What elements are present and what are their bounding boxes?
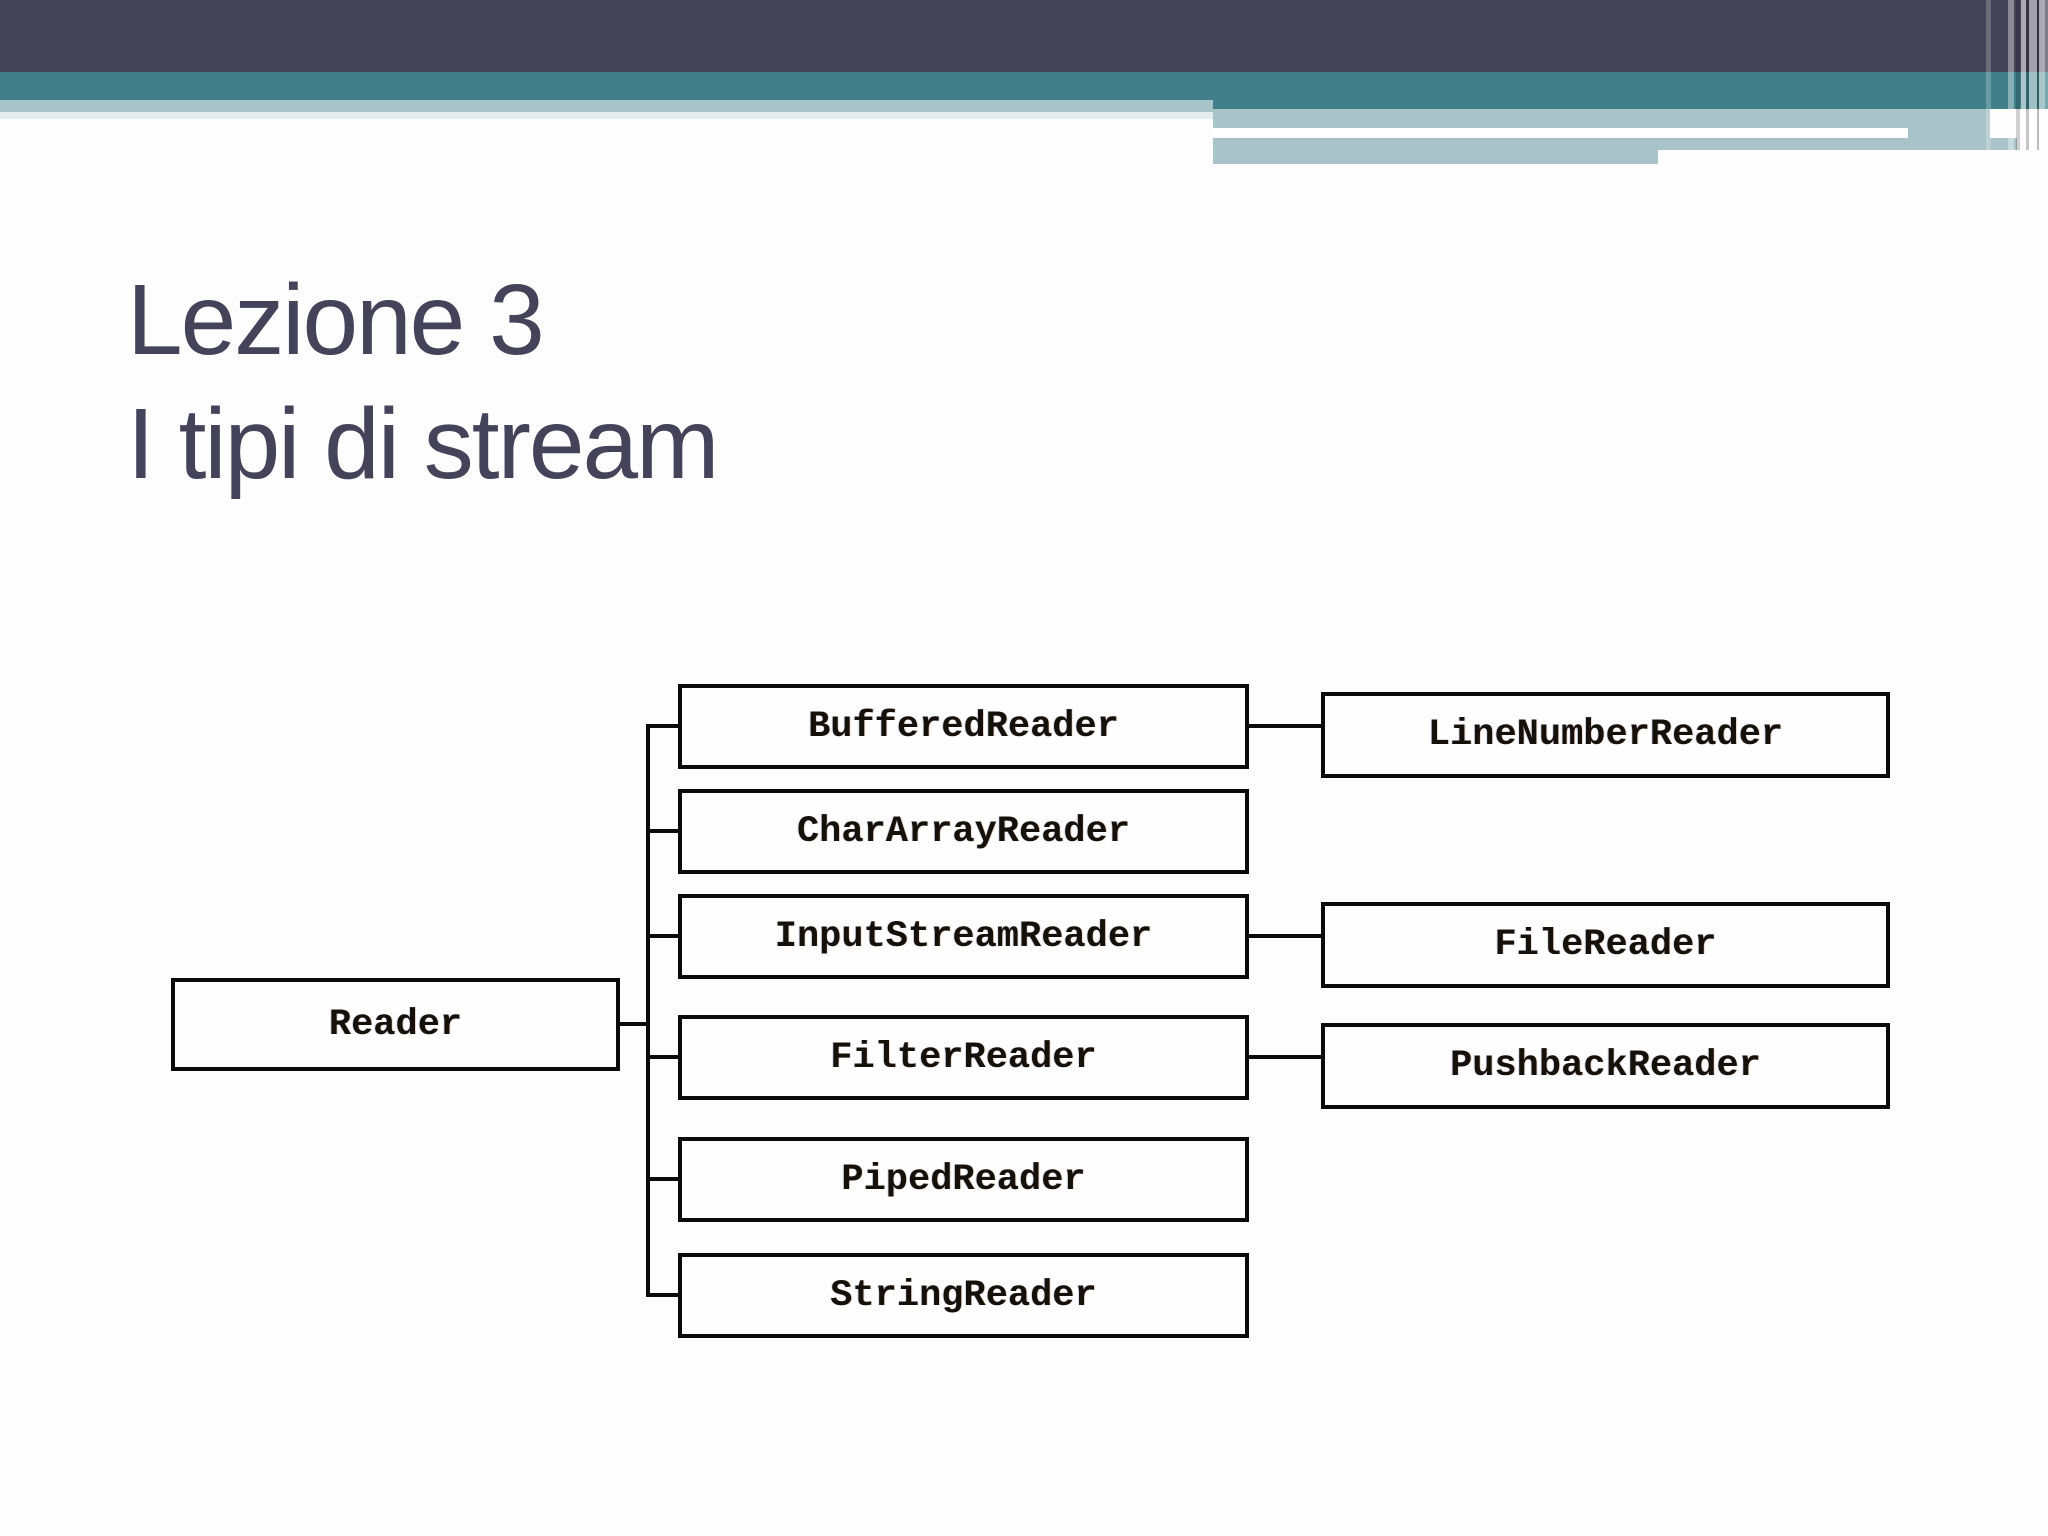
header-stripe [1986, 0, 1991, 150]
node-filterreader: FilterReader [678, 1015, 1249, 1100]
connector-trunk [646, 724, 650, 1297]
node-pushbackreader: PushbackReader [1321, 1023, 1890, 1109]
connector-buffered-linenumber [1249, 724, 1321, 728]
connector-stub-stringreader [646, 1293, 678, 1297]
header-stripe [2008, 0, 2014, 150]
header-band-left-pale [0, 112, 1213, 119]
connector-filter-pushback [1249, 1055, 1321, 1059]
connector-reader-trunk [620, 1022, 650, 1026]
header-teal-extension [1213, 100, 2048, 109]
header-bar-teal [0, 72, 2048, 100]
slide-title: Lezione 3 I tipi di stream [127, 258, 1627, 506]
connector-stub-inputstreamreader [646, 934, 678, 938]
header-bar-dark [0, 0, 2048, 72]
header-stripe [2026, 0, 2029, 150]
node-pipedreader: PipedReader [678, 1137, 1249, 1222]
header-stripe [2039, 0, 2045, 150]
node-reader: Reader [171, 978, 620, 1071]
header-stripe [2029, 0, 2037, 150]
title-line-1: Lezione 3 [127, 264, 545, 376]
node-linenumberreader: LineNumberReader [1321, 692, 1890, 778]
header-band-right-lower-shallow [1658, 138, 2017, 150]
header-white-stripe [1213, 128, 1908, 138]
connector-stub-bufferedreader [646, 724, 678, 728]
connector-inputstream-file [1249, 934, 1321, 938]
header-stripe [2016, 0, 2020, 150]
node-inputstreamreader: InputStreamReader [678, 894, 1249, 979]
header-band-left [0, 100, 1213, 112]
connector-stub-chararrayreader [646, 829, 678, 833]
header-band-right-lower-deep [1213, 138, 1658, 164]
header-stripe [2021, 0, 2026, 150]
title-line-2: I tipi di stream [127, 388, 719, 500]
header-stripe [2037, 0, 2039, 150]
node-bufferedreader: BufferedReader [678, 684, 1249, 769]
connector-stub-pipedreader [646, 1177, 678, 1181]
header-stripe [2045, 0, 2048, 150]
connector-stub-filterreader [646, 1055, 678, 1059]
node-chararrayreader: CharArrayReader [678, 789, 1249, 874]
node-stringreader: StringReader [678, 1253, 1249, 1338]
node-filereader: FileReader [1321, 902, 1890, 988]
